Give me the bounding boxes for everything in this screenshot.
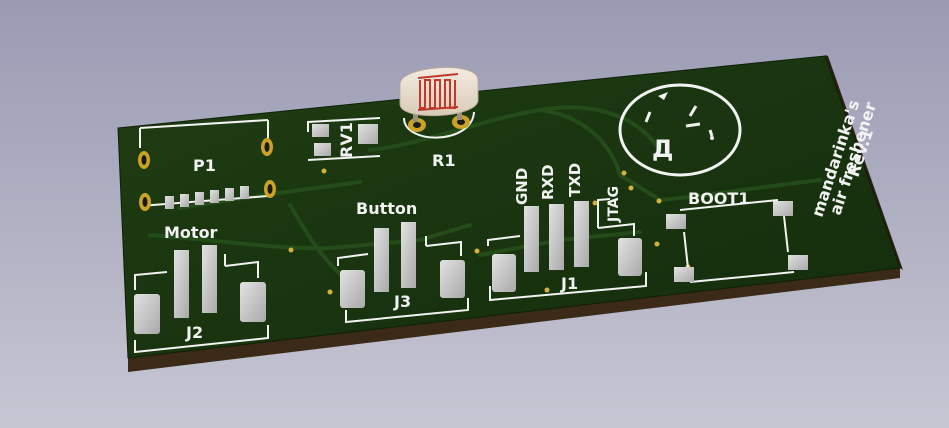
component-rv1[interactable] [307,117,381,161]
label-boot1: BOOT1 [688,189,749,208]
label-r1: R1 [432,151,455,170]
serial-labels: GND RXD TXD JTAG [513,163,622,223]
label-j2: J2 [185,323,203,342]
copper-traces [148,105,822,292]
label-jtag: JTAG [606,186,622,223]
logo-mark: Д [618,83,742,177]
connector-j3[interactable] [337,222,469,324]
label-rxd: RXD [539,164,557,200]
board-edge-right [825,55,903,270]
connector-p1[interactable] [138,119,276,211]
photoresistor-r1[interactable] [399,67,479,139]
label-motor: Motor [164,223,218,242]
board-edge [128,268,900,372]
label-rv1: RV1 [337,122,356,158]
switch-boot1[interactable] [666,199,808,283]
logo-glyph: Д [652,135,673,163]
connector-j2[interactable] [134,245,269,354]
label-j3: J3 [393,292,411,311]
label-button: Button [356,199,417,218]
label-txd: TXD [566,163,584,197]
connector-j1[interactable] [487,198,647,302]
label-gnd: GND [513,168,531,205]
vias [288,168,691,295]
label-j1: J1 [560,274,578,293]
label-p1: P1 [193,156,216,175]
